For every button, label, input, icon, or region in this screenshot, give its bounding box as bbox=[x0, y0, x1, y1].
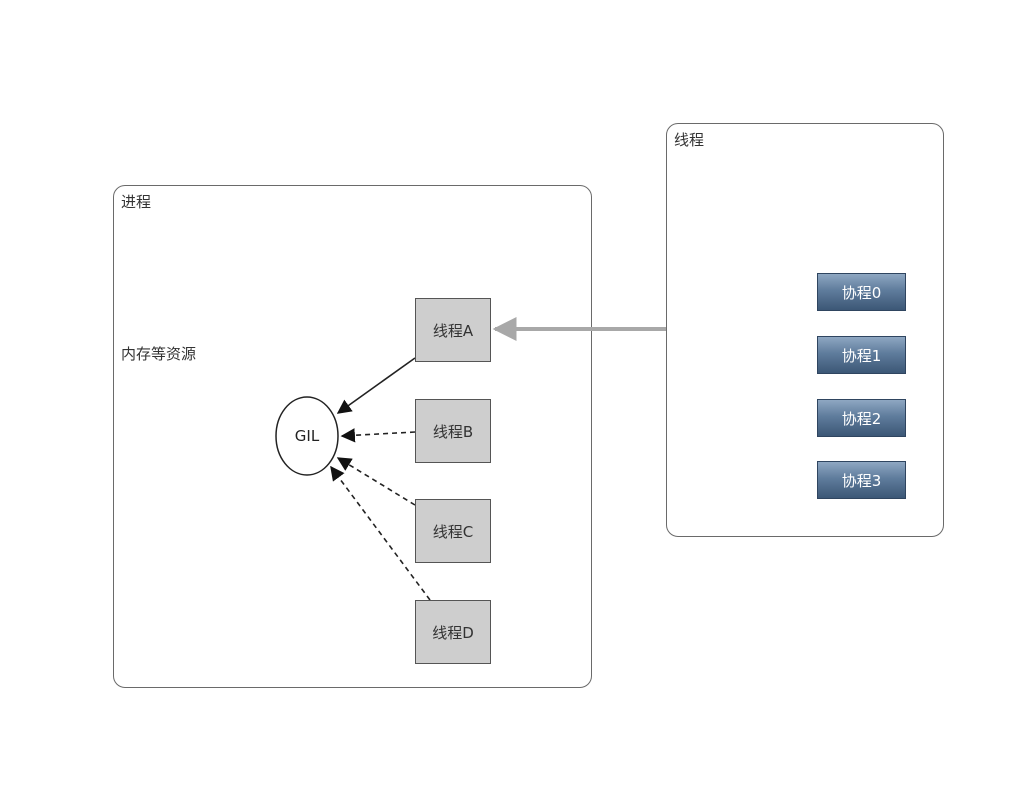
thread-c: 线程C bbox=[415, 499, 491, 563]
thread-container-title: 线程 bbox=[674, 131, 705, 149]
coroutine-3: 协程3 bbox=[817, 461, 906, 499]
coroutine-0: 协程0 bbox=[817, 273, 906, 311]
gil-label: GIL bbox=[295, 427, 320, 445]
resources-label: 内存等资源 bbox=[121, 345, 197, 363]
thread-b: 线程B bbox=[415, 399, 491, 463]
process-title: 进程 bbox=[121, 193, 152, 211]
threadC-gil-arrow bbox=[336, 457, 416, 506]
threadD-gil-arrow bbox=[330, 465, 431, 601]
gil-ellipse bbox=[275, 396, 339, 476]
threadA-gil-arrow bbox=[336, 357, 416, 414]
coroutine-2: 协程2 bbox=[817, 399, 906, 437]
coroutine-1: 协程1 bbox=[817, 336, 906, 374]
thread-a: 线程A bbox=[415, 298, 491, 362]
thread-d: 线程D bbox=[415, 600, 491, 664]
threadB-gil-arrow bbox=[340, 428, 416, 443]
